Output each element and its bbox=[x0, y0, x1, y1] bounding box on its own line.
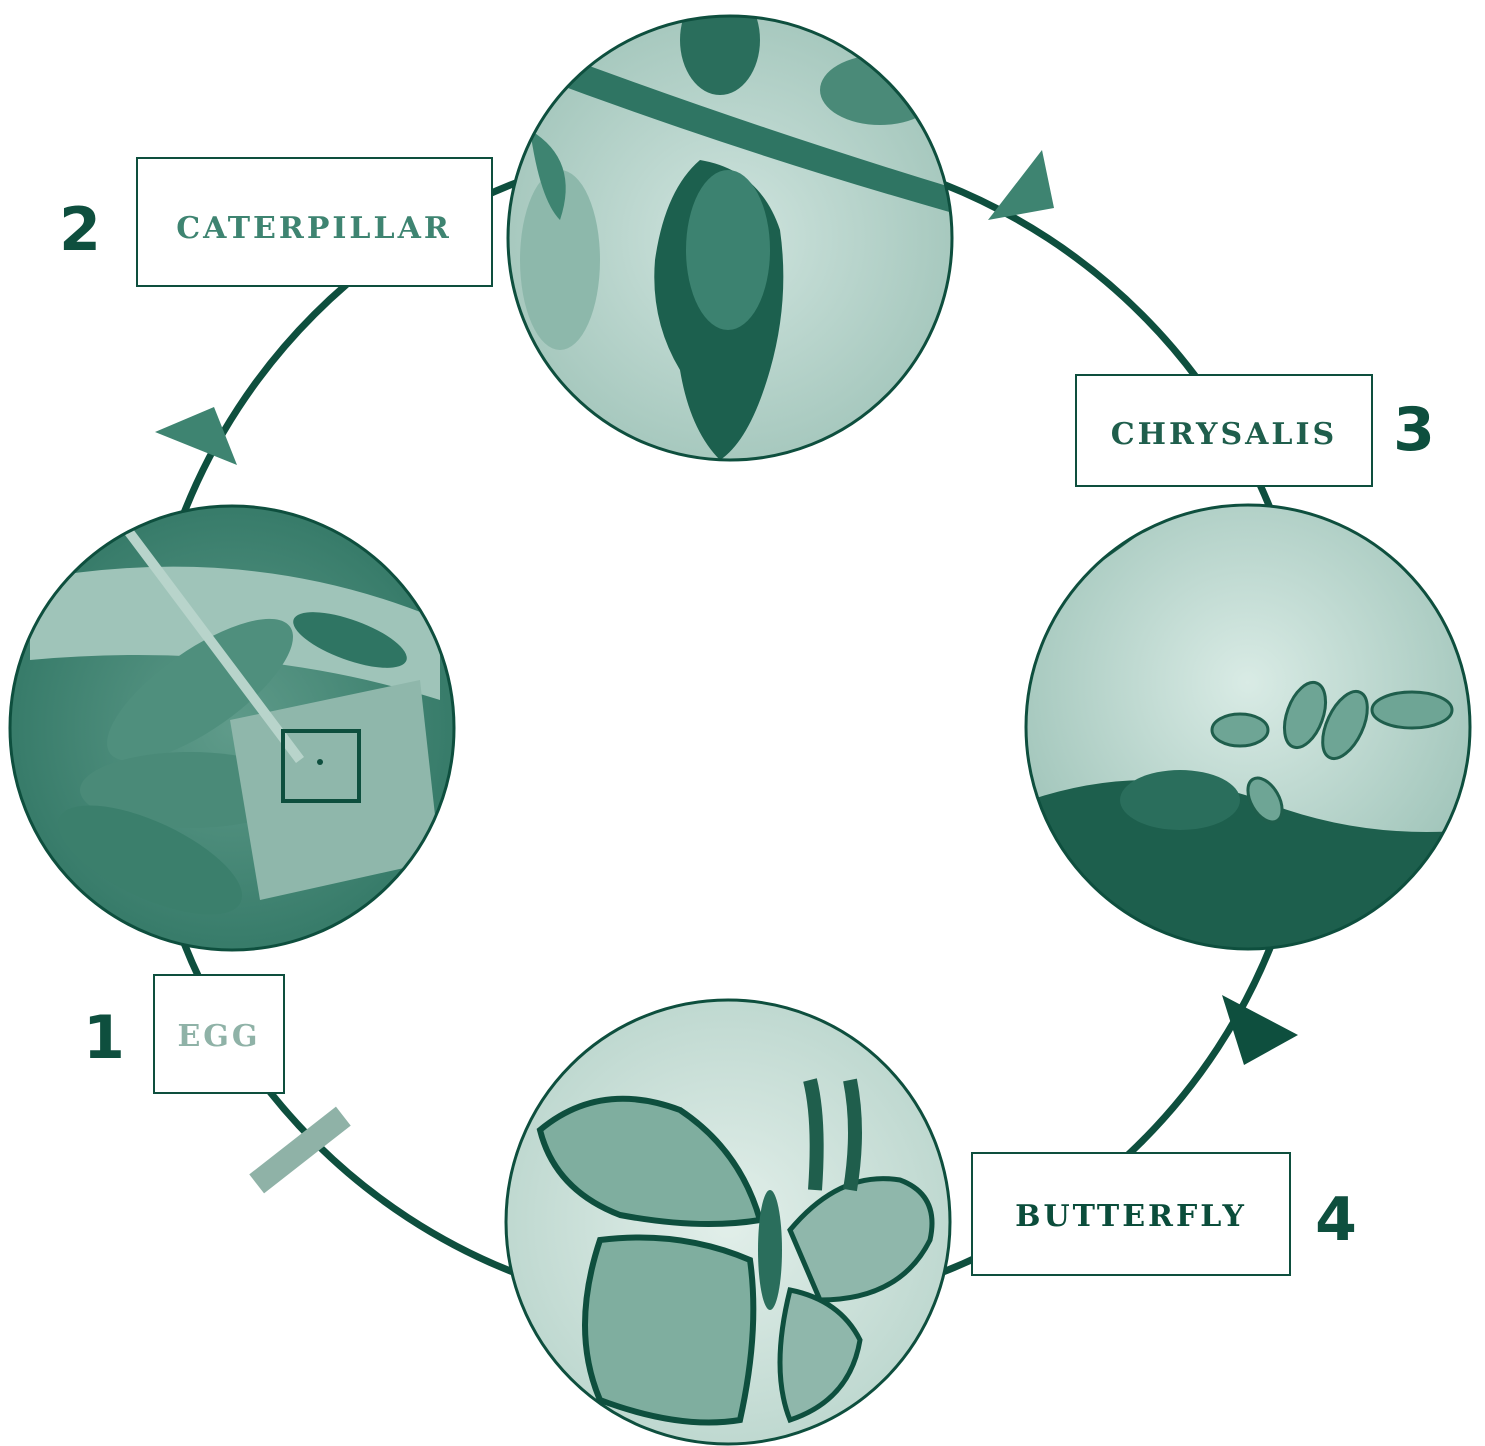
stage-chrysalis: CHRYSALIS 3 bbox=[1076, 375, 1435, 486]
egg-number: 1 bbox=[83, 1003, 125, 1073]
stage-caterpillar: CATERPILLAR 2 bbox=[59, 158, 492, 286]
arrow-egg-to-caterpillar bbox=[155, 407, 237, 465]
caterpillar-photo bbox=[508, 0, 960, 460]
butterfly-photo bbox=[506, 1000, 950, 1444]
chrysalis-label: CHRYSALIS bbox=[1111, 417, 1337, 452]
chrysalis-number: 3 bbox=[1393, 395, 1435, 465]
caterpillar-label: CATERPILLAR bbox=[176, 211, 452, 246]
stage-butterfly: BUTTERFLY 4 bbox=[972, 1153, 1357, 1275]
butterfly-number: 4 bbox=[1315, 1185, 1357, 1255]
arrow-caterpillar-to-chrysalis bbox=[988, 150, 1054, 220]
cycle-start-bar bbox=[249, 1107, 350, 1194]
arrow-chrysalis-to-butterfly bbox=[1222, 995, 1298, 1065]
stage-egg: EGG 1 bbox=[83, 975, 284, 1093]
egg-label: EGG bbox=[177, 1019, 260, 1054]
egg-photo bbox=[10, 506, 454, 950]
chrysalis-photo bbox=[1026, 505, 1470, 960]
caterpillar-number: 2 bbox=[59, 195, 101, 265]
butterfly-label: BUTTERFLY bbox=[1015, 1199, 1247, 1234]
